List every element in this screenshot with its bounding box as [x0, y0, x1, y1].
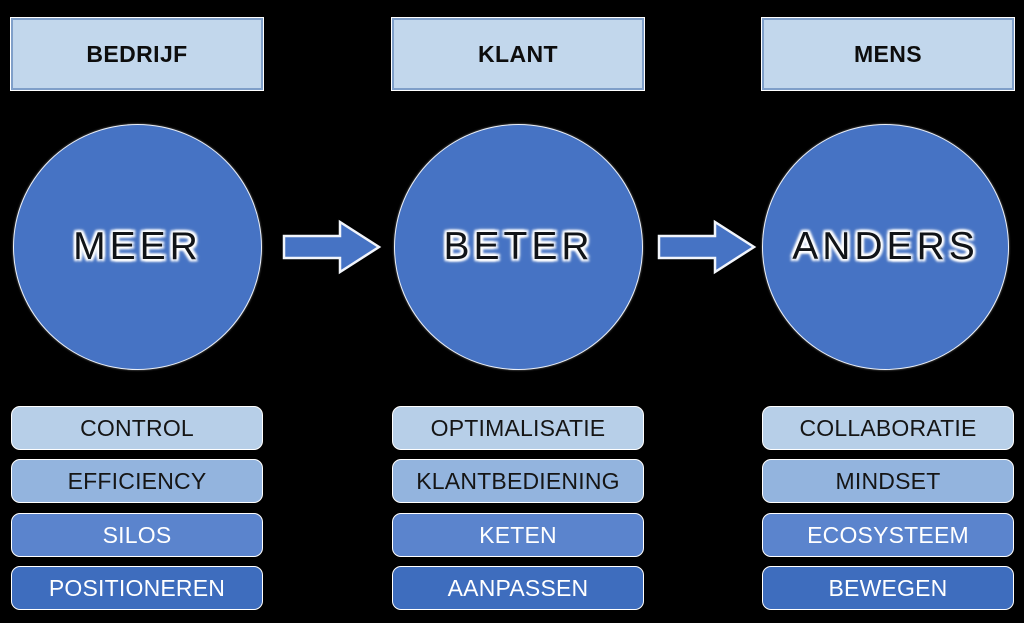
- attribute-box: COLLABORATIE: [762, 406, 1014, 450]
- attribute-label: BEWEGEN: [828, 574, 948, 601]
- arrow-right-icon: [657, 219, 757, 275]
- column-header-bedrijf: BEDRIJF: [10, 17, 264, 91]
- attribute-label: AANPASSEN: [447, 574, 589, 601]
- attribute-label: KETEN: [479, 521, 557, 548]
- stage-circle-label: MEER: [73, 225, 202, 268]
- column-header-label: KLANT: [478, 40, 558, 67]
- attribute-box: ECOSYSTEEM: [762, 513, 1014, 557]
- stage-circle-label: ANDERS: [792, 225, 979, 268]
- stage-circle-anders: ANDERS: [762, 124, 1009, 370]
- attribute-box: MINDSET: [762, 459, 1014, 503]
- column-header-klant: KLANT: [391, 17, 645, 91]
- attribute-box: CONTROL: [11, 406, 263, 450]
- stage-circle-beter: BETER: [394, 124, 643, 370]
- attribute-label: CONTROL: [80, 414, 194, 441]
- attribute-label: EFFICIENCY: [67, 467, 207, 494]
- attribute-label: KLANTBEDIENING: [416, 467, 620, 494]
- arrow-right-icon: [282, 219, 382, 275]
- column-header-mens: MENS: [761, 17, 1015, 91]
- attribute-label: ECOSYSTEEM: [807, 521, 969, 548]
- attribute-box: BEWEGEN: [762, 566, 1014, 610]
- attribute-box: KETEN: [392, 513, 644, 557]
- column-header-label: BEDRIJF: [86, 40, 188, 67]
- attribute-box: EFFICIENCY: [11, 459, 263, 503]
- stage-circle-label: BETER: [443, 225, 594, 268]
- attribute-box: SILOS: [11, 513, 263, 557]
- attribute-label: OPTIMALISATIE: [430, 414, 606, 441]
- stage-circle-meer: MEER: [13, 124, 262, 370]
- attribute-label: SILOS: [102, 521, 172, 548]
- attribute-label: COLLABORATIE: [799, 414, 977, 441]
- attribute-label: MINDSET: [835, 467, 941, 494]
- column-header-label: MENS: [853, 40, 923, 67]
- attribute-box: KLANTBEDIENING: [392, 459, 644, 503]
- attribute-box: POSITIONEREN: [11, 566, 263, 610]
- attribute-box: AANPASSEN: [392, 566, 644, 610]
- attribute-box: OPTIMALISATIE: [392, 406, 644, 450]
- attribute-label: POSITIONEREN: [48, 574, 226, 601]
